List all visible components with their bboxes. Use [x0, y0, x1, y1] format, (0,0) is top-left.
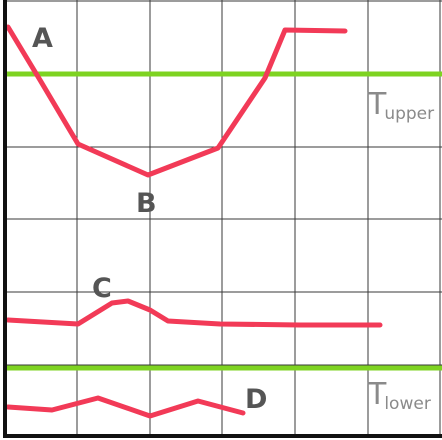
lower-threshold-label-main: T	[367, 377, 387, 412]
point-label-a: A	[32, 23, 53, 54]
curve-upper	[5, 24, 348, 178]
lower-threshold-label-sub: lower	[384, 394, 430, 414]
upper-threshold-label-sub: upper	[384, 104, 434, 124]
lower-threshold-label: Tlower	[367, 377, 431, 414]
point-label-c: C	[92, 273, 112, 304]
curve-lower	[5, 395, 246, 419]
upper-threshold-label: Tupper	[367, 87, 434, 124]
grid	[6, 0, 442, 436]
curve-middle	[5, 298, 383, 328]
upper-threshold-label-main: T	[367, 87, 387, 122]
point-label-b: B	[136, 188, 157, 219]
point-label-d: D	[245, 384, 267, 415]
